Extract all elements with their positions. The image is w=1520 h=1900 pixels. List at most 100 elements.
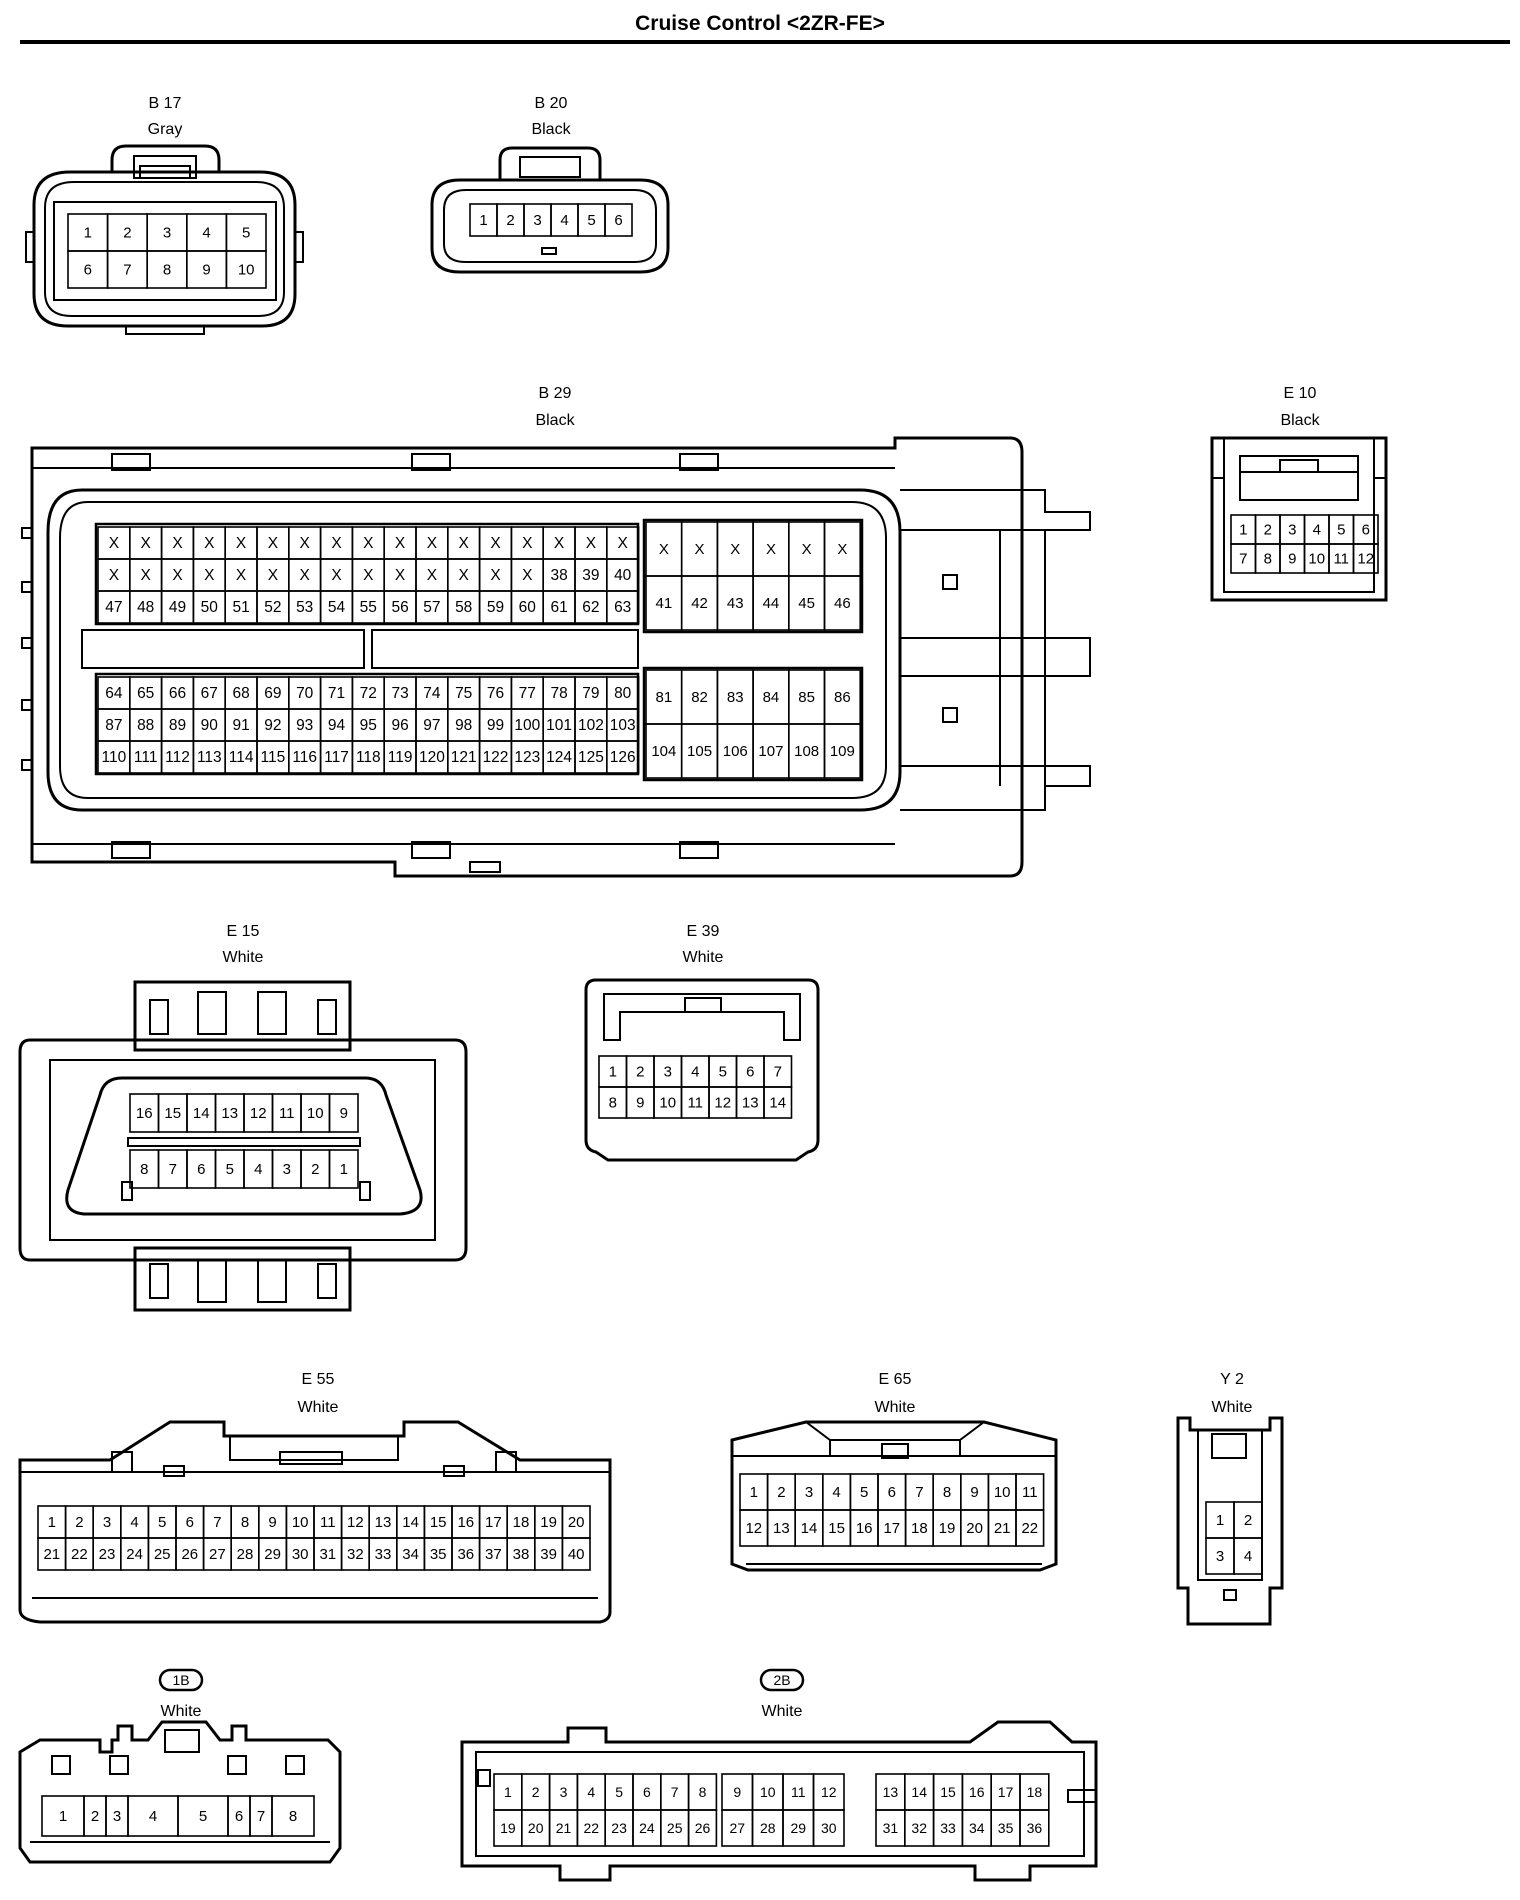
connector-e15-color: White [223, 949, 264, 966]
b29-pin-label: X [109, 535, 120, 552]
connector-y2-code: Y 2 [1220, 1371, 1244, 1388]
b29-pin-label: 74 [423, 685, 441, 702]
b29-pin-label: X [586, 535, 597, 552]
connector-1b-color: White [161, 1703, 202, 1720]
2b-pin-label: 2 [532, 1784, 540, 1800]
b29-pin-label: 48 [137, 599, 154, 616]
connector-y2-color: White [1212, 1399, 1253, 1416]
b29-pin-label: 116 [292, 749, 317, 766]
1b-pin-label: 1 [59, 1808, 67, 1825]
b17-cell [225, 250, 267, 289]
2b-cell [812, 1809, 845, 1847]
e10-pin-label: 7 [1239, 551, 1247, 568]
e15-pin-label: 10 [307, 1105, 324, 1122]
2b-pin-label: 26 [695, 1820, 711, 1836]
b29-pin-label: X [695, 541, 705, 558]
e10-pin-label: 10 [1308, 551, 1325, 568]
e15-pin-label: 1 [340, 1161, 348, 1178]
b29-pin-label: X [837, 541, 847, 558]
2b-pin-label: 25 [667, 1820, 683, 1836]
b29-pin-label: X [236, 567, 247, 584]
e15-pin-label: 4 [254, 1161, 262, 1178]
connector-b29-code: B 29 [539, 385, 572, 402]
b29-pin-label: X [204, 567, 215, 584]
b29-pin-label: 60 [519, 599, 537, 616]
e65-pin-label: 17 [883, 1520, 900, 1537]
2b-pin-label: 3 [560, 1784, 568, 1800]
e65-cell [1015, 1509, 1045, 1547]
b20-pin-label: 4 [560, 212, 568, 229]
e65-pin-label: 20 [966, 1520, 983, 1537]
e55-pin-label: 18 [513, 1514, 530, 1531]
b29-pin-label: 54 [328, 599, 346, 616]
b29-pin-label: 51 [232, 599, 249, 616]
y2-pin-label: 4 [1244, 1548, 1252, 1565]
e55-pin-label: 37 [485, 1546, 502, 1563]
b29-pin-label: 111 [134, 749, 158, 766]
e55-cell [561, 1537, 591, 1571]
1b-pin-label: 5 [199, 1808, 207, 1825]
e55-pin-label: 10 [292, 1514, 309, 1531]
e15-pin-label: 6 [197, 1161, 205, 1178]
b29-pin-label: 83 [727, 689, 744, 706]
b20-pin-label: 2 [506, 212, 514, 229]
e10-pin-label: 3 [1288, 522, 1296, 539]
e55-pin-label: 34 [402, 1546, 419, 1563]
e10-pin-label: 5 [1337, 522, 1345, 539]
connector-e55-code: E 55 [302, 1371, 335, 1388]
b29-pin-label: 67 [201, 685, 218, 702]
2b-pin-label: 13 [883, 1784, 899, 1800]
e55-pin-label: 3 [103, 1514, 111, 1531]
b29-cell [605, 740, 640, 774]
b29-pin-label: 96 [391, 717, 408, 734]
b29-pin-label: 66 [169, 685, 186, 702]
b29-pin-label: X [204, 535, 215, 552]
b29-pin-label: 44 [763, 595, 780, 612]
b29-pin-label: 46 [834, 595, 851, 612]
e10-pin-label: 1 [1239, 522, 1247, 539]
b29-pin-label: 63 [614, 599, 631, 616]
b17-pin-label: 2 [123, 225, 131, 242]
2b-pin-label: 33 [940, 1820, 956, 1836]
e15-pin-label: 2 [311, 1161, 319, 1178]
b29-pin-label: 106 [723, 743, 748, 760]
e55-pin-label: 27 [209, 1546, 226, 1563]
e65-pin-label: 8 [943, 1484, 951, 1501]
b29-pin-label: 70 [296, 685, 314, 702]
e39-pin-label: 10 [659, 1095, 676, 1112]
e10-pin-label: 12 [1357, 551, 1374, 568]
b29-pin-label: 64 [105, 685, 123, 702]
e10-pin-label: 8 [1264, 551, 1272, 568]
1b-pin-label: 8 [289, 1808, 297, 1825]
b29-pin-label: 72 [360, 685, 377, 702]
b29-pin-label: X [109, 567, 120, 584]
b29-pin-label: X [490, 567, 501, 584]
connector-1b-code: 1B [172, 1672, 189, 1688]
b29-pin-label: 89 [169, 717, 186, 734]
e55-pin-label: 31 [319, 1546, 336, 1563]
b29-cell [823, 575, 862, 631]
b29-pin-label: X [459, 567, 470, 584]
b29-pin-label: 49 [169, 599, 186, 616]
b29-pin-label: X [141, 535, 152, 552]
2b-cell [687, 1809, 718, 1847]
e65-pin-label: 7 [915, 1484, 923, 1501]
b29-pin-label: X [766, 541, 776, 558]
b29-pin-label: 125 [578, 749, 604, 766]
b20-pin-label: 1 [479, 212, 487, 229]
2b-pin-label: 18 [1027, 1784, 1043, 1800]
e39-pin-label: 5 [719, 1064, 727, 1081]
e65-pin-label: 22 [1021, 1520, 1038, 1537]
b29-pin-label: 71 [328, 685, 345, 702]
2b-pin-label: 16 [969, 1784, 985, 1800]
b17-pin-label: 5 [242, 225, 250, 242]
b29-pin-label: 108 [794, 743, 819, 760]
e15-pin-label: 15 [164, 1105, 181, 1122]
e15-pin-label: 9 [340, 1105, 348, 1122]
e65-pin-label: 14 [801, 1520, 818, 1537]
2b-pin-label: 32 [911, 1820, 927, 1836]
e55-pin-label: 29 [264, 1546, 281, 1563]
b29-pin-label: X [618, 535, 629, 552]
